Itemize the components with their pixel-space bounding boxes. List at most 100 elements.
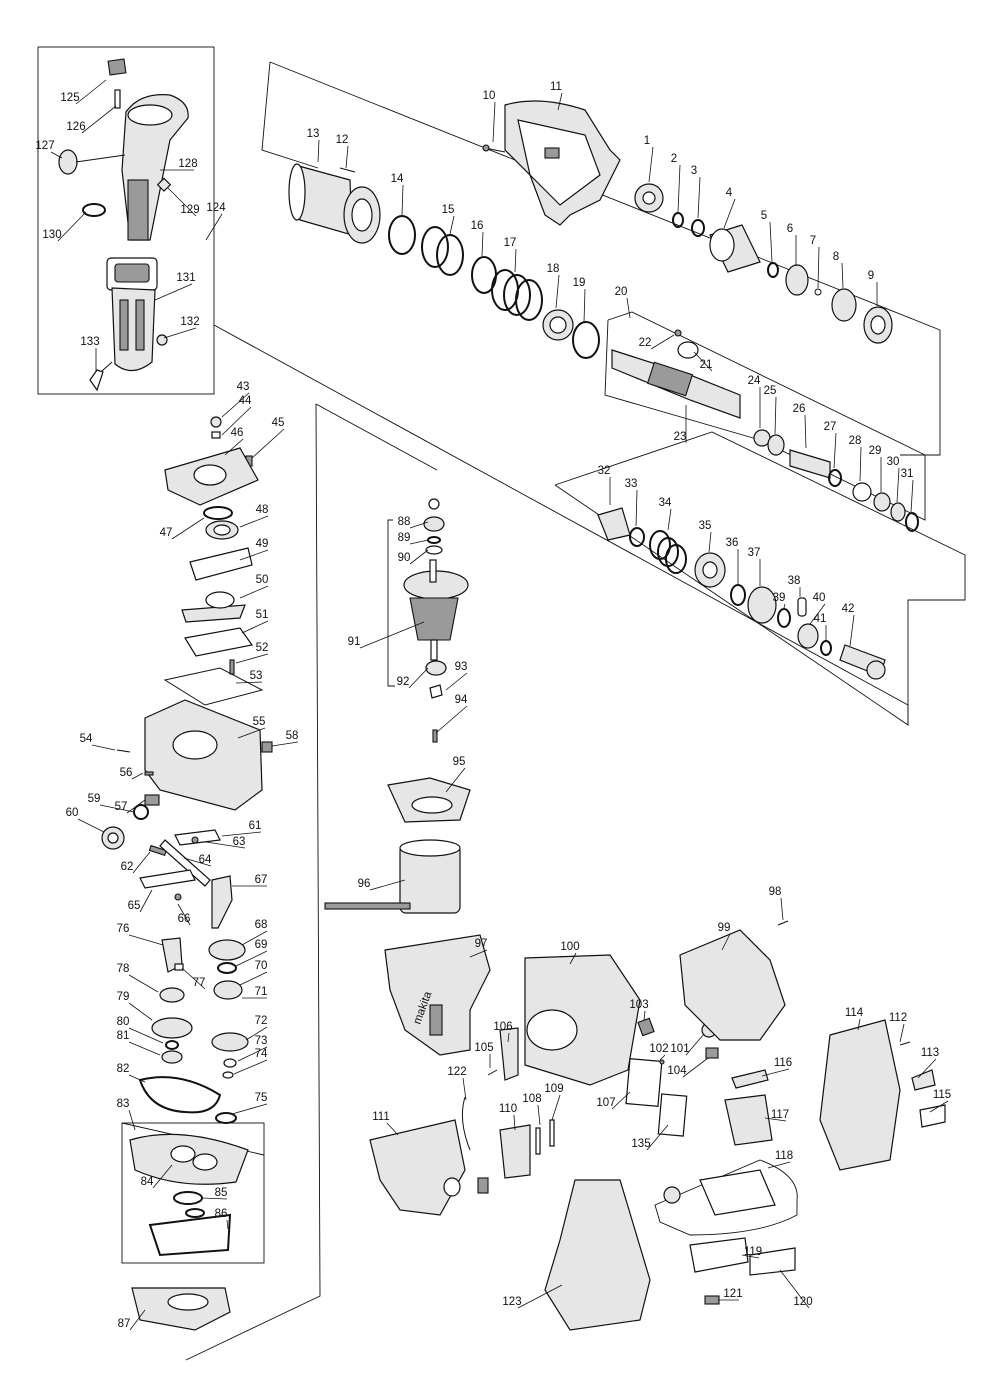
leader-line bbox=[167, 187, 197, 217]
leader-line bbox=[226, 1219, 229, 1230]
leader-line bbox=[780, 897, 784, 921]
crank-housing-frame bbox=[213, 324, 909, 725]
part-number-label: 68 bbox=[255, 919, 268, 931]
part-number-label: 30 bbox=[887, 456, 900, 468]
part-number-label: 80 bbox=[117, 1016, 130, 1028]
part-number-label: 26 bbox=[793, 403, 806, 415]
part-number-label: 86 bbox=[215, 1208, 228, 1220]
gear-housing-row bbox=[288, 100, 893, 359]
part-number-label: 47 bbox=[160, 527, 173, 539]
part-shapes bbox=[58, 58, 946, 1331]
part-number-label: 65 bbox=[128, 900, 141, 912]
part-number-label: 91 bbox=[348, 636, 361, 648]
leader-line bbox=[237, 1046, 268, 1062]
bottom-cover-frame bbox=[121, 1122, 265, 1264]
leader-line bbox=[50, 151, 63, 159]
leader-line bbox=[251, 428, 285, 459]
part-number-label: 10 bbox=[483, 90, 496, 102]
part-number-label: 55 bbox=[253, 716, 266, 728]
leader-line bbox=[57, 211, 87, 242]
part-number-label: 85 bbox=[215, 1187, 228, 1199]
part-number-label: 89 bbox=[398, 532, 411, 544]
part-number-label: 84 bbox=[141, 1176, 154, 1188]
part-number-label: 32 bbox=[598, 465, 611, 477]
part-number-label: 15 bbox=[442, 204, 455, 216]
gear-housing-frame bbox=[269, 61, 941, 456]
part-number-label: 11 bbox=[550, 81, 562, 93]
part-number-label: 94 bbox=[455, 694, 468, 706]
part-number-label: 27 bbox=[824, 421, 837, 433]
leader-line bbox=[761, 1068, 790, 1077]
part-number-label: 29 bbox=[869, 445, 882, 457]
part-number-label: 109 bbox=[544, 1083, 563, 1095]
leader-line bbox=[917, 1058, 937, 1079]
leader-line bbox=[445, 672, 468, 691]
part-number-label: 33 bbox=[625, 478, 638, 490]
leader-line bbox=[271, 741, 299, 747]
part-number-label: 118 bbox=[775, 1150, 793, 1162]
leader-line bbox=[205, 213, 223, 241]
leader-line bbox=[359, 621, 425, 649]
leader-line bbox=[128, 1027, 164, 1044]
leader-line bbox=[517, 1284, 563, 1309]
leader-line bbox=[132, 851, 151, 874]
part-number-label: 77 bbox=[193, 977, 206, 989]
control-frame bbox=[654, 1159, 798, 1236]
part-number-label: 31 bbox=[901, 468, 914, 480]
leader-line bbox=[409, 539, 429, 545]
leader-line bbox=[409, 549, 429, 565]
leader-line bbox=[128, 1002, 153, 1021]
leader-line bbox=[241, 930, 268, 946]
leader-line bbox=[779, 1269, 810, 1309]
leader-line bbox=[177, 903, 191, 926]
leader-line bbox=[555, 274, 560, 309]
part-number-label: 5 bbox=[761, 210, 767, 222]
leader-line bbox=[650, 334, 675, 350]
part-number-label: 52 bbox=[256, 642, 269, 654]
leader-line bbox=[128, 934, 164, 946]
leader-line bbox=[537, 1104, 541, 1126]
leader-line bbox=[239, 971, 268, 986]
leader-line bbox=[685, 1033, 705, 1056]
part-number-label: 66 bbox=[178, 913, 191, 925]
leader-line bbox=[659, 1054, 666, 1061]
part-number-label: 74 bbox=[255, 1048, 268, 1060]
leader-line bbox=[513, 1114, 516, 1131]
spindle-row bbox=[611, 329, 919, 532]
part-number-label: 40 bbox=[813, 592, 826, 604]
leader-line bbox=[910, 479, 914, 513]
leader-line bbox=[611, 1091, 631, 1110]
leader-line bbox=[507, 1032, 510, 1043]
part-number-label: 60 bbox=[66, 807, 79, 819]
part-number-label: 76 bbox=[117, 923, 130, 935]
part-number-label: 8 bbox=[833, 251, 839, 263]
leader-line bbox=[221, 406, 252, 436]
part-number-label: 39 bbox=[773, 592, 786, 604]
leader-line bbox=[409, 521, 429, 529]
leader-line bbox=[233, 1059, 268, 1075]
part-number-label: 36 bbox=[726, 537, 739, 549]
leader-line bbox=[235, 653, 269, 664]
armature-bracket bbox=[387, 519, 395, 687]
part-number-label: 4 bbox=[726, 187, 733, 199]
part-number-label: 128 bbox=[178, 158, 197, 170]
part-number-label: 111 bbox=[372, 1111, 389, 1123]
part-number-label: 79 bbox=[117, 991, 130, 1003]
leader-line bbox=[774, 396, 777, 435]
leader-line bbox=[462, 1077, 467, 1101]
part-number-label: 43 bbox=[237, 381, 250, 393]
leader-line bbox=[128, 1074, 146, 1083]
part-number-label: 87 bbox=[118, 1318, 131, 1330]
part-number-label: 98 bbox=[769, 886, 782, 898]
part-number-label: 102 bbox=[649, 1043, 668, 1055]
leader-line bbox=[201, 1197, 228, 1200]
leader-line bbox=[646, 1124, 669, 1151]
leader-line bbox=[241, 620, 269, 634]
part-number-label: 35 bbox=[699, 520, 712, 532]
leader-line bbox=[697, 176, 701, 219]
leader-line bbox=[139, 889, 153, 913]
leader-line bbox=[741, 1254, 760, 1259]
part-number-label: 28 bbox=[849, 435, 862, 447]
part-number-label: 45 bbox=[272, 417, 285, 429]
leader-line bbox=[75, 79, 107, 105]
